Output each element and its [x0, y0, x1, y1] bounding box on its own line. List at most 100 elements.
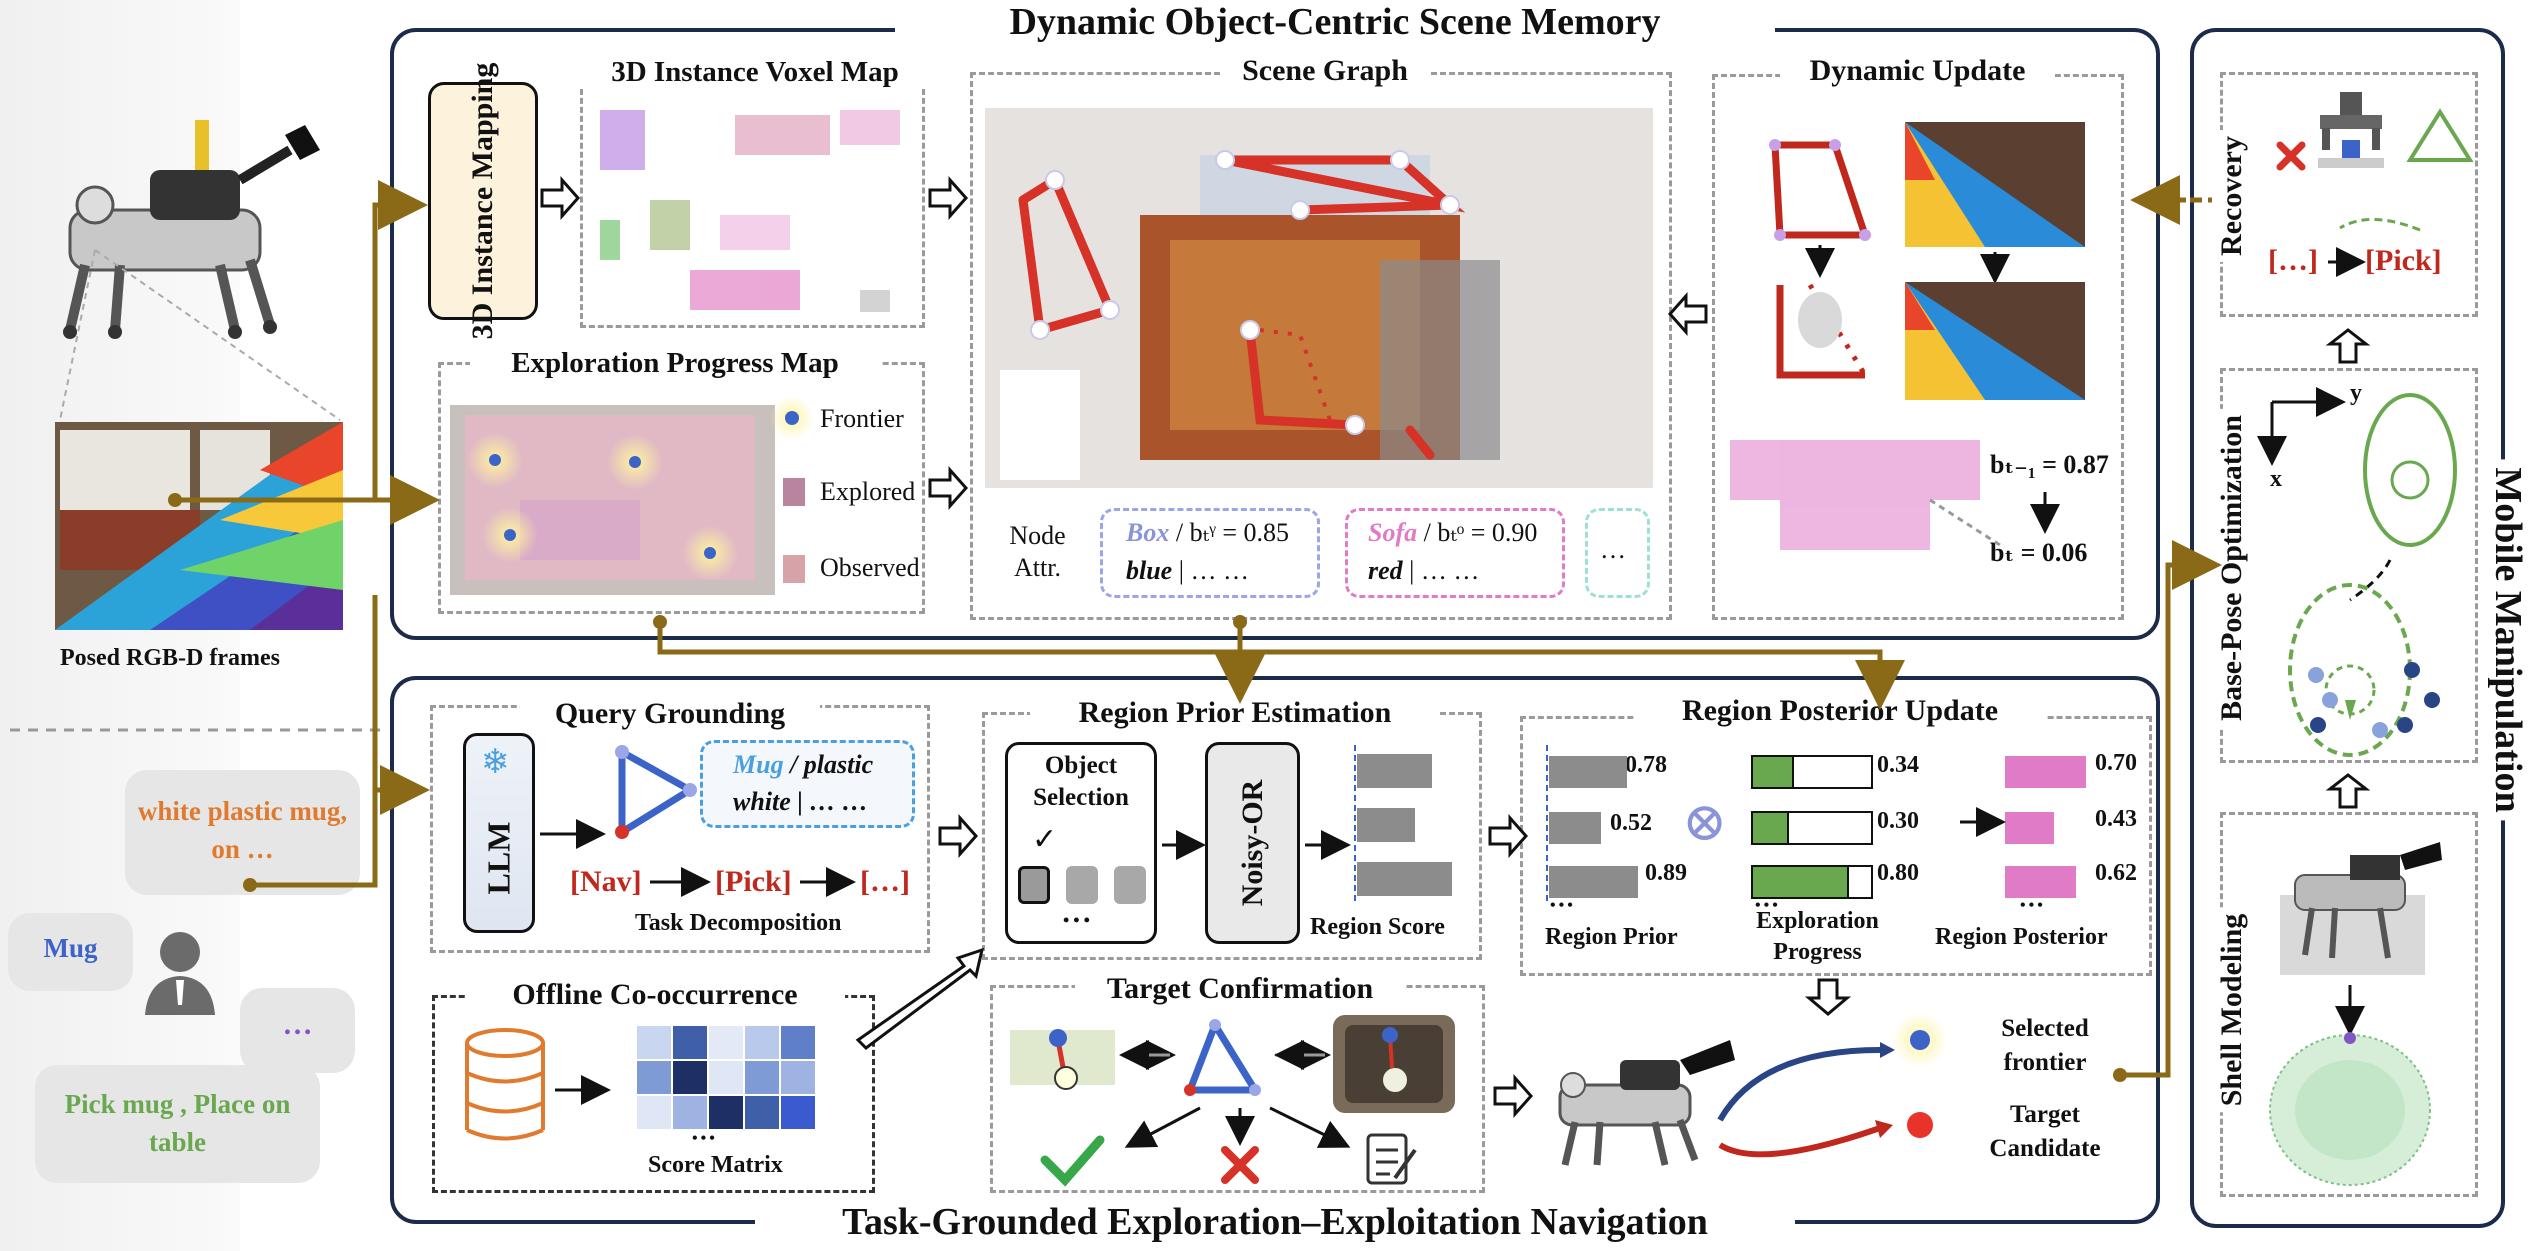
node-box-name: Box: [1126, 518, 1170, 547]
object-3: [1114, 866, 1146, 904]
target-confirmation-graphics: [1010, 1015, 1455, 1148]
prior-dots: •••: [1550, 897, 1576, 914]
node-box-attr: blue: [1126, 556, 1173, 585]
matrix-cell-1-4: [781, 1061, 815, 1094]
task-pick: [Pick]: [715, 865, 792, 898]
explore-value-2: 0.30: [1877, 808, 1919, 834]
node-sofa-line1: Sofa / bₜᵒ = 0.90: [1368, 518, 1537, 548]
explore-value-3: 0.80: [1877, 860, 1919, 886]
region-score-bar-3: [1357, 862, 1452, 896]
notepad-icon: [1366, 1133, 1417, 1185]
explore-dots: •••: [1755, 897, 1781, 914]
recovery-more: […]: [2268, 244, 2318, 277]
voxel-map-title: 3D Instance Voxel Map: [555, 56, 955, 89]
prior-value-3: 0.89: [1645, 860, 1687, 886]
matrix-cell-0-1: [673, 1026, 707, 1059]
frontier-trajectory: [1717, 1047, 1881, 1122]
query-grounding-graph: [540, 745, 856, 897]
query-node-attr1: / plastic: [790, 750, 874, 779]
navigation-title: Task-Grounded Exploration–Exploitation N…: [755, 1200, 1795, 1244]
selected-frontier-label: Selected frontier: [1975, 1012, 2115, 1080]
matrix-cell-2-2: [709, 1096, 743, 1129]
node-card-sofa: [1345, 508, 1565, 598]
object-bubble: Mug: [8, 913, 133, 991]
failure-cross-icon: [2276, 141, 2306, 171]
prior-bar-2: [1549, 812, 1601, 844]
query-node-name: Mug: [733, 750, 784, 779]
dynamic-update-graphics: [1730, 122, 2085, 550]
target-candidate-text: Target Candidate: [1989, 1101, 2101, 1162]
posterior-value-3: 0.62: [2095, 860, 2137, 886]
offline-title: Offline Co-occurrence: [465, 978, 845, 1012]
score-matrix: [637, 1026, 815, 1129]
llm-box: [463, 733, 535, 933]
node-sofa-rest: | … …: [1409, 556, 1480, 585]
score-matrix-label: Score Matrix: [648, 1152, 783, 1178]
matrix-cell-1-2: [709, 1061, 743, 1094]
task-bubble-text: Pick mug , Place on table: [64, 1089, 291, 1157]
explore-value-1: 0.34: [1877, 752, 1919, 778]
task-nav: [Nav]: [570, 865, 642, 898]
posterior-value-1: 0.70: [2095, 750, 2137, 776]
node-sofa-belief: / bₜᵒ = 0.90: [1423, 518, 1538, 547]
node-sofa-line2: red | … …: [1368, 556, 1479, 586]
node-attr-text: Node Attr.: [1009, 521, 1066, 582]
legend-frontier: Frontier: [820, 404, 904, 433]
matrix-cell-2-0: [637, 1096, 671, 1129]
posterior-bar-1: [2005, 756, 2086, 788]
selected-object: [1018, 866, 1050, 904]
matrix-cell-0-0: [637, 1026, 671, 1059]
prior-value-2: 0.52: [1610, 810, 1652, 836]
matrix-cell-2-3: [745, 1096, 779, 1129]
node-box-line1: Box / bₜᵞ = 0.85: [1126, 518, 1289, 548]
node-box-belief: / bₜᵞ = 0.85: [1175, 518, 1290, 547]
exploration-bar-1: [1751, 755, 1794, 789]
target-candidate-dot: [1907, 1112, 1933, 1138]
query-node-line1: Mug / plastic: [733, 750, 873, 780]
target-trajectory: [1718, 1125, 1881, 1158]
noisy-or-box: [1205, 742, 1300, 944]
base-pose-graphics: [2257, 387, 2457, 757]
object-bubble-text: Mug: [43, 933, 98, 963]
prior-bar-3: [1549, 866, 1638, 898]
node-sofa-name: Sofa: [1368, 518, 1418, 547]
scene-graph-title: Scene Graph: [1220, 54, 1430, 88]
scene-graph-image: [985, 108, 1653, 488]
recovery-pick: [Pick]: [2365, 244, 2442, 277]
region-posterior-title: Region Posterior Update: [1635, 694, 2045, 728]
region-score-bar-1: [1357, 754, 1432, 788]
query-node-line2: white | … …: [733, 787, 869, 816]
target-candidate-label: Target Candidate: [1975, 1098, 2115, 1166]
posterior-bar-3: [2005, 866, 2076, 898]
posterior-dots: •••: [2020, 897, 2046, 914]
posterior-bar-2: [2005, 812, 2054, 844]
shell-modeling-graphics: [2269, 842, 2442, 1186]
exploration-map-image: [450, 405, 775, 595]
legend-observed: Observed: [820, 553, 920, 582]
exploration-progress-text: Exploration Progress: [1756, 908, 1879, 965]
posterior-bars: [1546, 745, 2086, 905]
frames-label: Posed RGB-D frames: [60, 645, 280, 671]
instruction-bubble: white plastic mug, on …: [125, 770, 360, 895]
prior-value-1: 0.78: [1625, 752, 1667, 778]
object-selection-box: [1005, 742, 1157, 944]
otimes-icon: ⊗: [1682, 792, 1728, 852]
node-box-line2: blue | … …: [1126, 556, 1249, 586]
hollow-arrows: [540, 176, 2371, 1118]
selected-frontier-text: Selected frontier: [2001, 1015, 2089, 1076]
recovery-graphics: [2276, 92, 2474, 277]
region-prior-label: Region Prior: [1545, 924, 1678, 950]
task-bubble: Pick mug , Place on table: [35, 1065, 320, 1183]
posterior-value-2: 0.43: [2095, 806, 2137, 832]
dynamic-update-title: Dynamic Update: [1780, 54, 2055, 88]
snowflake-icon: ❄: [481, 744, 510, 781]
task-decomposition-label: Task Decomposition: [635, 910, 842, 936]
rgbd-frame-image: [55, 422, 343, 630]
query-node-card: [700, 740, 915, 828]
node-sofa-attr: red: [1368, 556, 1403, 585]
node-attr-label: Node Attr.: [1000, 520, 1075, 584]
navigation-robot-icon: [1558, 1040, 1735, 1166]
matrix-cell-1-3: [745, 1061, 779, 1094]
task-more: […]: [860, 865, 910, 898]
